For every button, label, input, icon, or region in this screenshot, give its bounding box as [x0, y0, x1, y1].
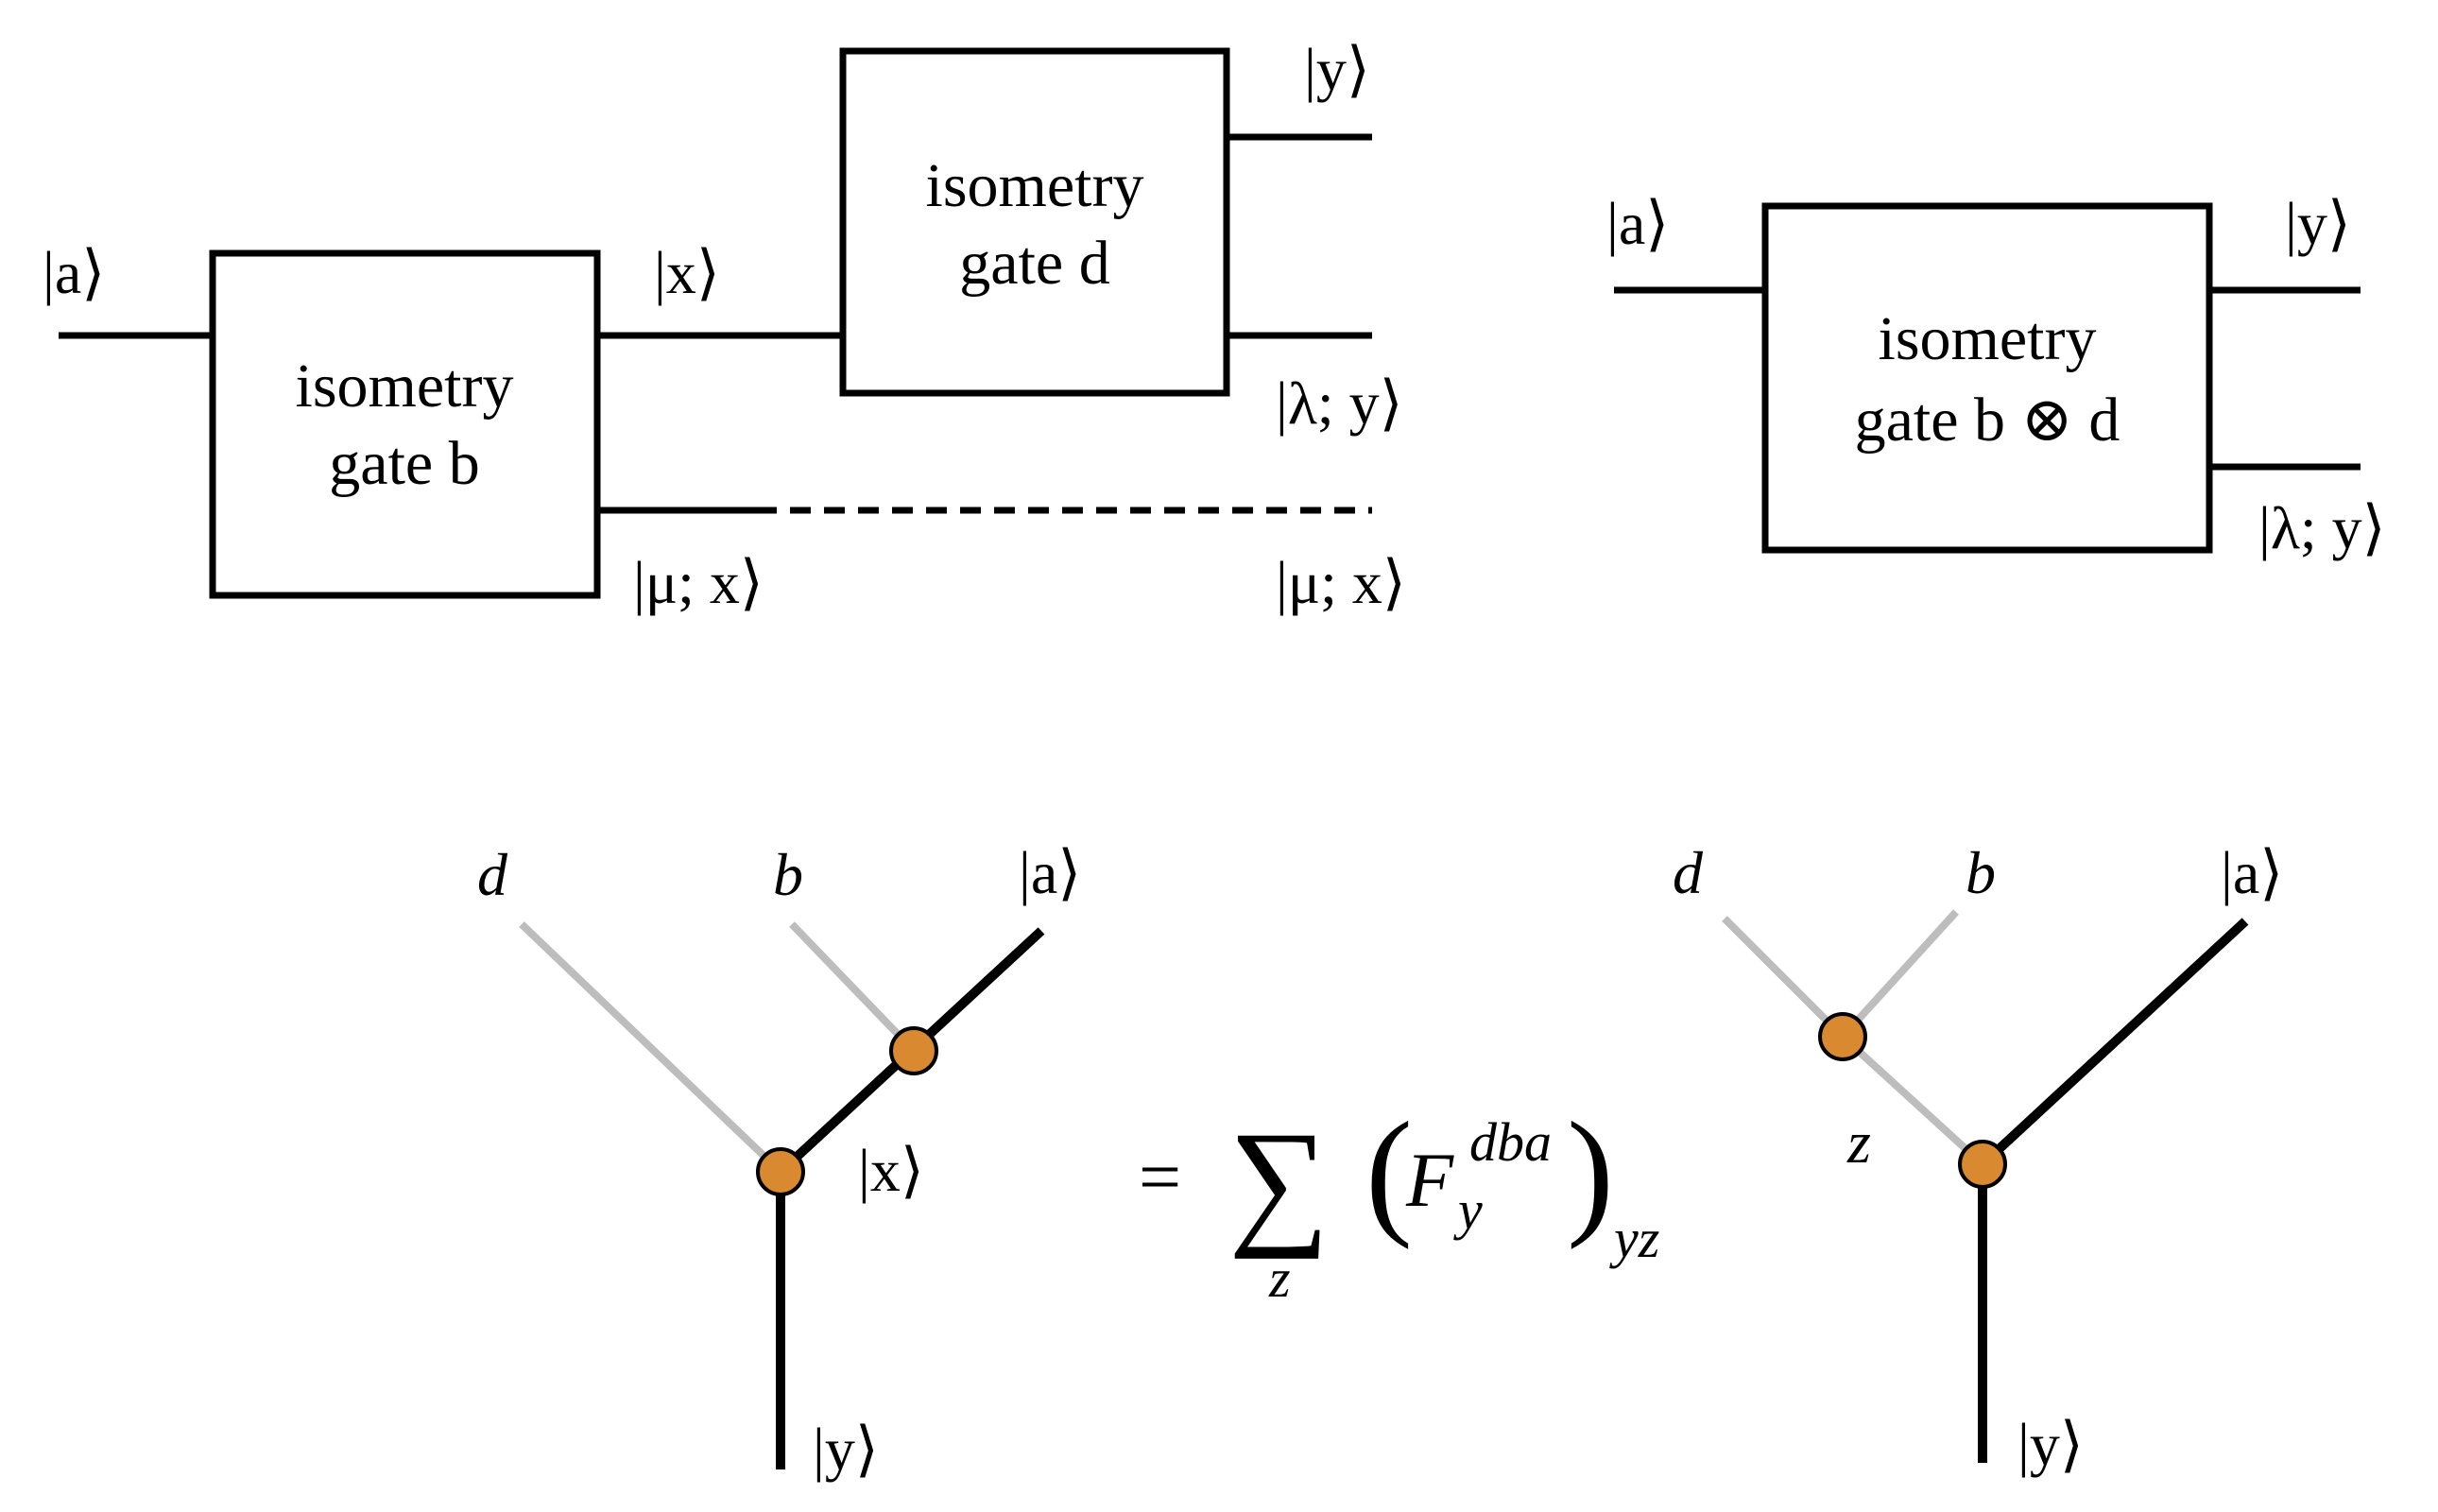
- label-z-right: z: [1846, 1108, 1871, 1176]
- label-a-in-right: |a⟩: [1606, 190, 1669, 257]
- top-right-circuit: isometry gate b ⊗ d |a⟩ |y⟩ |λ; y⟩: [1606, 190, 2386, 561]
- sum-symbol: ∑: [1228, 1103, 1330, 1260]
- paren-right: ): [1567, 1093, 1614, 1250]
- bottom-left-tree: d b |a⟩ |x⟩ |y⟩: [477, 839, 1081, 1483]
- label-lambda-y: |λ; y⟩: [1276, 369, 1403, 437]
- label-b-left: b: [773, 841, 803, 908]
- edge-b-left: [789, 921, 917, 1054]
- equals-sign: =: [1139, 1136, 1181, 1219]
- gate-b-line2: gate b: [329, 429, 479, 498]
- gate-d-box: [839, 47, 1230, 397]
- gate-bd-line1: isometry: [1879, 304, 2097, 373]
- gate-d-line1: isometry: [926, 151, 1144, 220]
- vertex-node-root: [1958, 1140, 2007, 1189]
- F-subscript: y: [1453, 1179, 1483, 1241]
- label-mu-x-left: |μ; x⟩: [633, 549, 764, 616]
- vertex-node-x: [756, 1147, 805, 1196]
- edge-a-right: [1979, 918, 2249, 1168]
- gate-b-box: [209, 249, 601, 599]
- label-mu-x-right: |μ; x⟩: [1276, 549, 1406, 616]
- equation: = ∑ z ( F dba y ) yz: [1139, 1093, 1659, 1309]
- label-x-left: |x⟩: [858, 1137, 924, 1204]
- label-d-left: d: [477, 841, 508, 908]
- label-a-left: |a⟩: [1019, 839, 1081, 906]
- label-x: |x⟩: [654, 239, 720, 306]
- edge-d-left: [519, 921, 783, 1175]
- gate-b-line1: isometry: [296, 352, 514, 421]
- gate-bd-box: [1761, 202, 2213, 554]
- label-y-out-right: |y⟩: [2285, 190, 2351, 257]
- label-d-right: d: [1673, 839, 1704, 906]
- label-a-in: |a⟩: [43, 239, 105, 306]
- sum-index: z: [1268, 1247, 1291, 1309]
- label-y-right: |y⟩: [2017, 1411, 2084, 1478]
- label-b-right: b: [1966, 839, 1996, 906]
- edge-d-right: [1722, 916, 1846, 1040]
- edge-z-right: [1840, 1034, 1985, 1167]
- paren-left: (: [1365, 1093, 1413, 1250]
- edge-b-right: [1840, 909, 1959, 1040]
- F-symbol: F: [1405, 1137, 1454, 1223]
- label-y-left: |y⟩: [813, 1416, 879, 1483]
- gate-d-line2: gate d: [959, 229, 1109, 298]
- gate-bd-line2: gate b ⊗ d: [1855, 386, 2120, 455]
- label-a-right: |a⟩: [2221, 839, 2283, 906]
- F-superscript: dba: [1469, 1111, 1552, 1173]
- label-lambda-y-right: |λ; y⟩: [2258, 494, 2386, 561]
- label-y-out: |y⟩: [1304, 36, 1370, 103]
- vertex-node-z: [1818, 1012, 1867, 1061]
- top-left-circuit: isometry gate b isometry gate d |a⟩ |x⟩ …: [43, 36, 1406, 616]
- vertex-node-upper: [889, 1026, 938, 1075]
- outer-subscript: yz: [1609, 1208, 1659, 1269]
- bottom-right-tree: d b |a⟩ z |y⟩: [1673, 839, 2283, 1478]
